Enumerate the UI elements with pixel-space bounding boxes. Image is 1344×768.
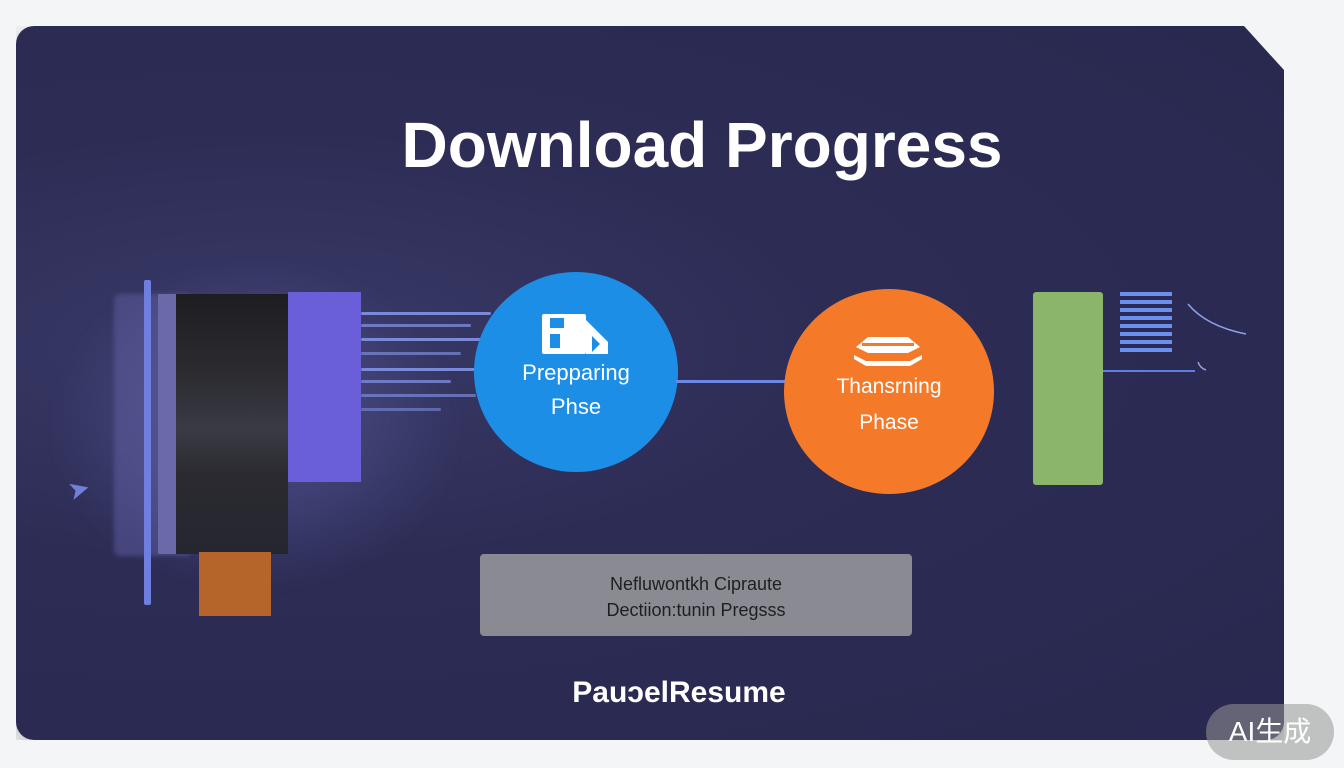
source-vertical-line <box>144 280 151 605</box>
speed-line <box>361 312 491 315</box>
stripe <box>1120 324 1172 328</box>
speed-line <box>361 324 471 327</box>
speed-line <box>361 368 481 371</box>
source-panel-purple <box>288 292 361 482</box>
speed-line <box>361 352 461 355</box>
stripe <box>1120 308 1172 312</box>
preparing-phase-circle: Prepparing Phse <box>474 272 678 472</box>
speed-line <box>361 338 501 341</box>
stripe <box>1120 332 1172 336</box>
status-box: Nefluwontkh Cipraute Dectiion:tunin Preg… <box>480 554 912 636</box>
status-line-2: Dectiion:tunin Pregsss <box>606 600 786 620</box>
page-title: Download Progress <box>401 109 1003 181</box>
transferring-phase-circle: Thansrning Phase <box>784 289 994 494</box>
speed-line <box>361 380 451 383</box>
stripe <box>1120 300 1172 304</box>
status-line-1: Nefluwontkh Cipraute <box>609 574 783 594</box>
download-progress-card: Download Progress ➤ <box>16 26 1284 740</box>
transferring-phase-label: Thansrning <box>836 375 942 398</box>
data-stripes-icon <box>1120 292 1172 358</box>
source-panel-edge <box>158 294 176 554</box>
stripe <box>1120 292 1172 296</box>
ai-generated-badge: AI生成 <box>1206 704 1334 760</box>
floppy-disk-icon <box>542 314 608 354</box>
source-panel-orange <box>199 552 271 616</box>
speed-line <box>361 408 441 411</box>
destination-block <box>1033 292 1103 485</box>
stripe <box>1120 316 1172 320</box>
stripe <box>1120 340 1172 344</box>
transferring-phase-sublabel: Phase <box>859 411 919 434</box>
layers-icon <box>854 337 922 366</box>
destination-line <box>1103 370 1195 372</box>
signal-curve-icon <box>1187 303 1247 371</box>
preparing-phase-sublabel: Phse <box>550 394 602 419</box>
speed-line <box>361 394 476 397</box>
stripe <box>1120 348 1172 352</box>
phase-connector-line <box>676 380 788 383</box>
source-panel-dark <box>176 294 288 554</box>
pause-resume-button[interactable]: PauɔelResume <box>572 676 786 709</box>
preparing-phase-label: Prepparing <box>522 360 630 385</box>
